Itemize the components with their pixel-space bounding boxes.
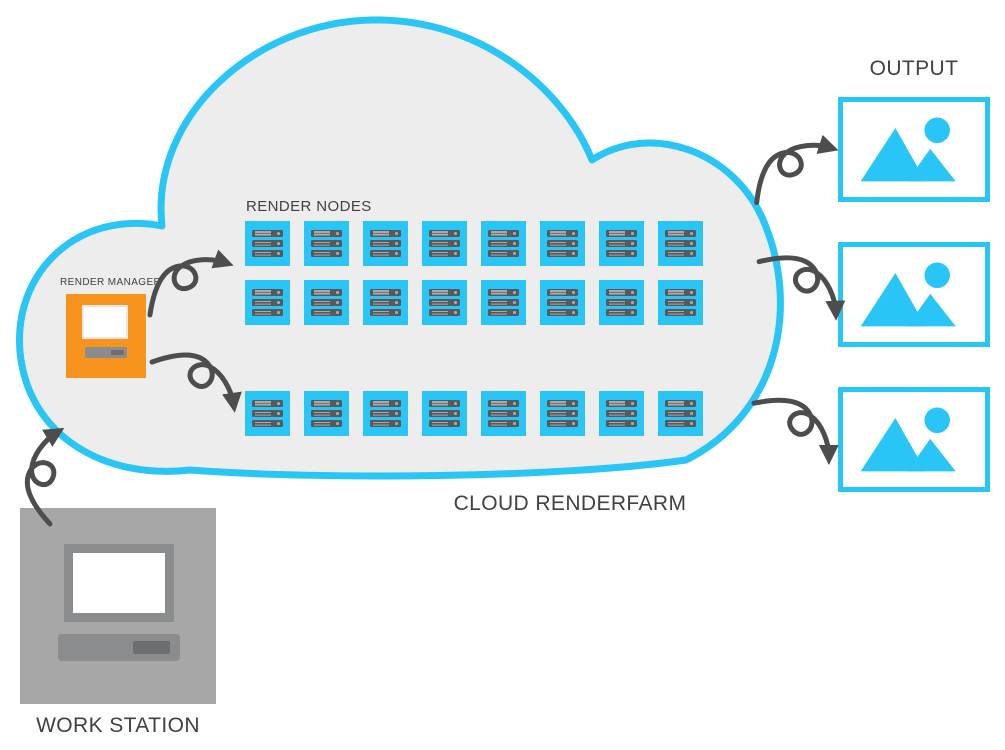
image-icon (860, 117, 956, 181)
render-node-server-icon (599, 391, 644, 436)
render-node-server-icon (363, 221, 408, 266)
keyboard-icon (85, 347, 127, 358)
cloud-renderfarm-label: CLOUD RENDERFARM (453, 492, 687, 515)
render-node-server-icon (658, 280, 703, 325)
render-node-server-icon (422, 280, 467, 325)
render-nodes-grid (245, 221, 703, 436)
render-node-server-icon (540, 221, 585, 266)
render-node-server-icon (363, 391, 408, 436)
output-image-frame (838, 97, 990, 202)
render-node-row (245, 391, 703, 436)
monitor-icon (64, 544, 174, 622)
monitor-icon (82, 305, 128, 339)
render-node-server-icon (599, 280, 644, 325)
render-manager-label: RENDER MANAGER (60, 277, 162, 288)
render-node-row (245, 221, 703, 266)
render-node-row (245, 280, 703, 325)
image-icon (860, 407, 956, 471)
render-nodes-label: RENDER NODES (246, 198, 372, 215)
render-node-server-icon (245, 221, 290, 266)
render-node-server-icon (481, 391, 526, 436)
render-node-server-icon (481, 280, 526, 325)
render-node-server-icon (245, 391, 290, 436)
output-image-frame (838, 242, 990, 347)
render-node-server-icon (245, 280, 290, 325)
keyboard-icon (58, 634, 180, 661)
render-node-server-icon (363, 280, 408, 325)
render-manager-icon (66, 294, 146, 378)
output-image-frame (838, 387, 990, 492)
render-node-server-icon (304, 221, 349, 266)
render-node-server-icon (422, 391, 467, 436)
workstation-label: WORK STATION (36, 714, 200, 737)
render-node-server-icon (540, 391, 585, 436)
image-icon (860, 262, 956, 326)
workstation-icon (20, 508, 216, 704)
render-node-server-icon (658, 221, 703, 266)
render-node-server-icon (540, 280, 585, 325)
render-node-server-icon (304, 280, 349, 325)
output-column (838, 97, 990, 492)
render-node-server-icon (658, 391, 703, 436)
render-node-server-icon (599, 221, 644, 266)
render-node-server-icon (481, 221, 526, 266)
render-node-server-icon (304, 391, 349, 436)
render-node-server-icon (422, 221, 467, 266)
output-label: OUTPUT (869, 57, 959, 80)
